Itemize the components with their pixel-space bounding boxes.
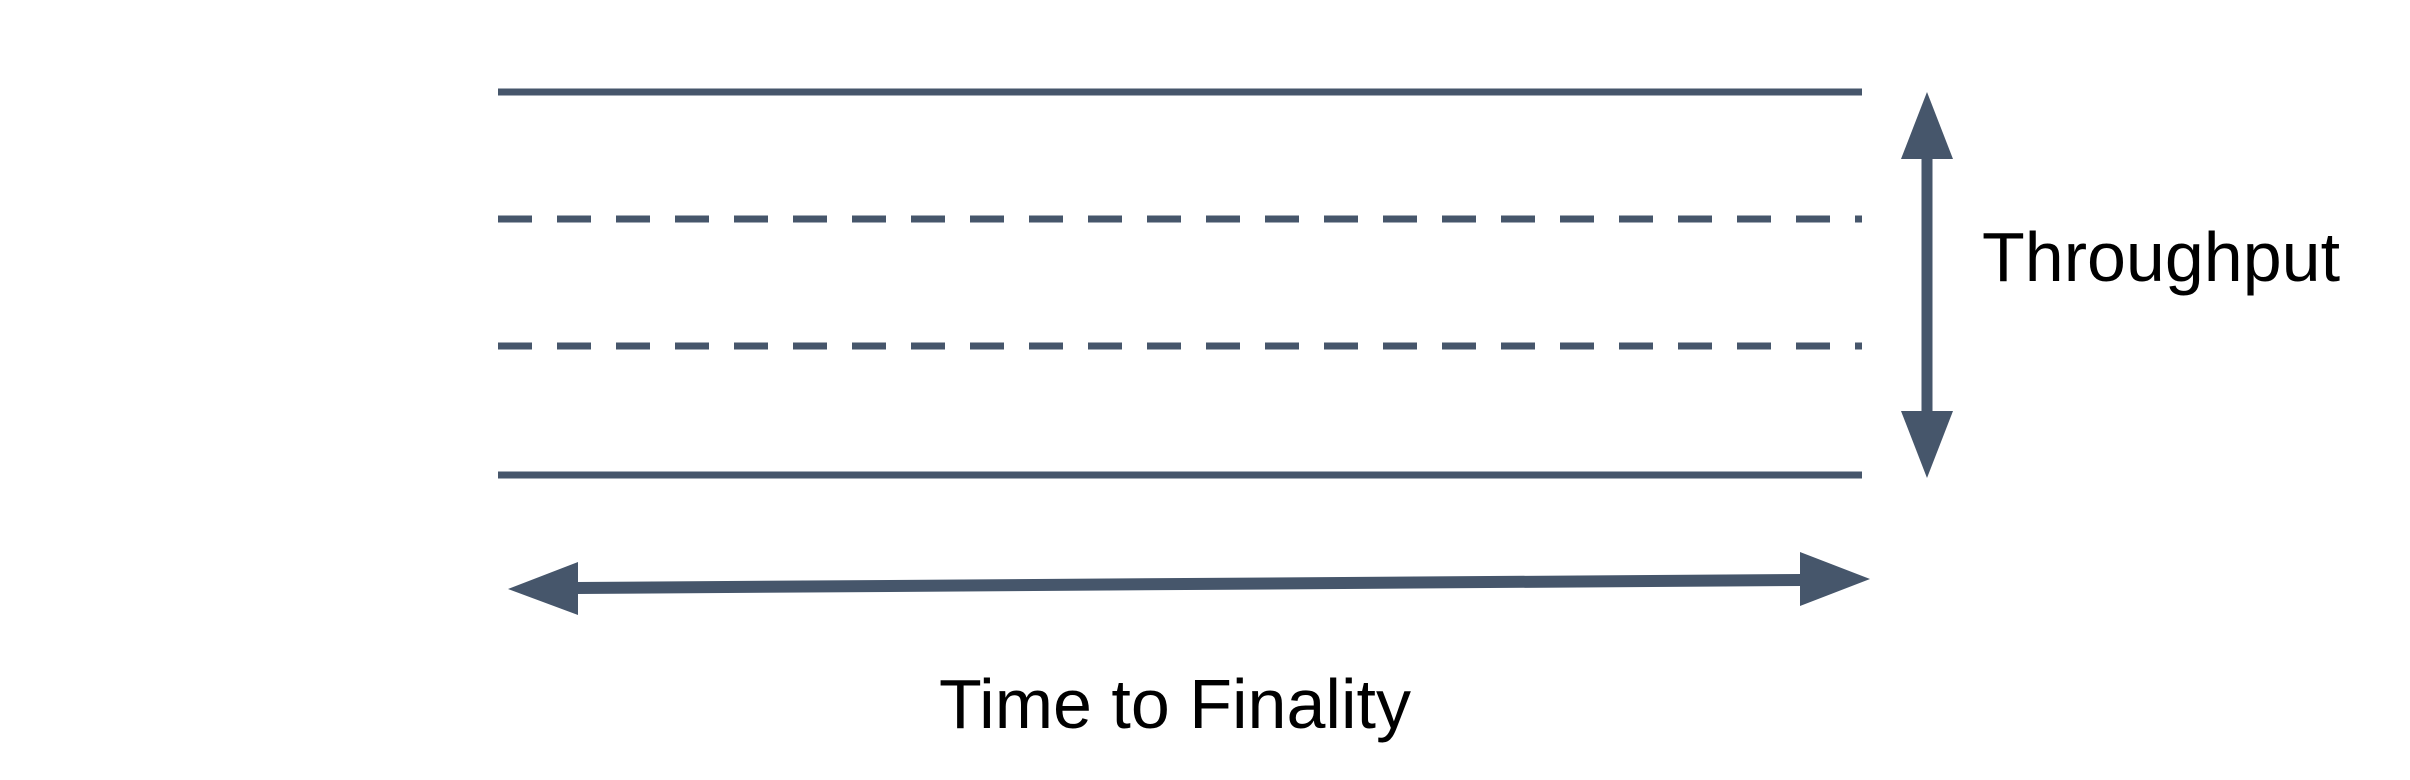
horizontal-double-arrow-left-head-icon <box>508 562 578 615</box>
diagram-fill-group <box>508 92 1953 615</box>
throughput-label: Throughput <box>1982 218 2341 296</box>
vertical-double-arrow-bottom-head-icon <box>1901 411 1953 478</box>
horizontal-double-arrow-right-head-icon <box>1800 552 1870 606</box>
vertical-double-arrow-top-head-icon <box>1901 92 1953 159</box>
diagram-stroke-group <box>498 88 1933 594</box>
time-to-finality-label: Time to Finality <box>939 665 1411 743</box>
time-to-finality-arrow-shaft <box>575 574 1803 594</box>
